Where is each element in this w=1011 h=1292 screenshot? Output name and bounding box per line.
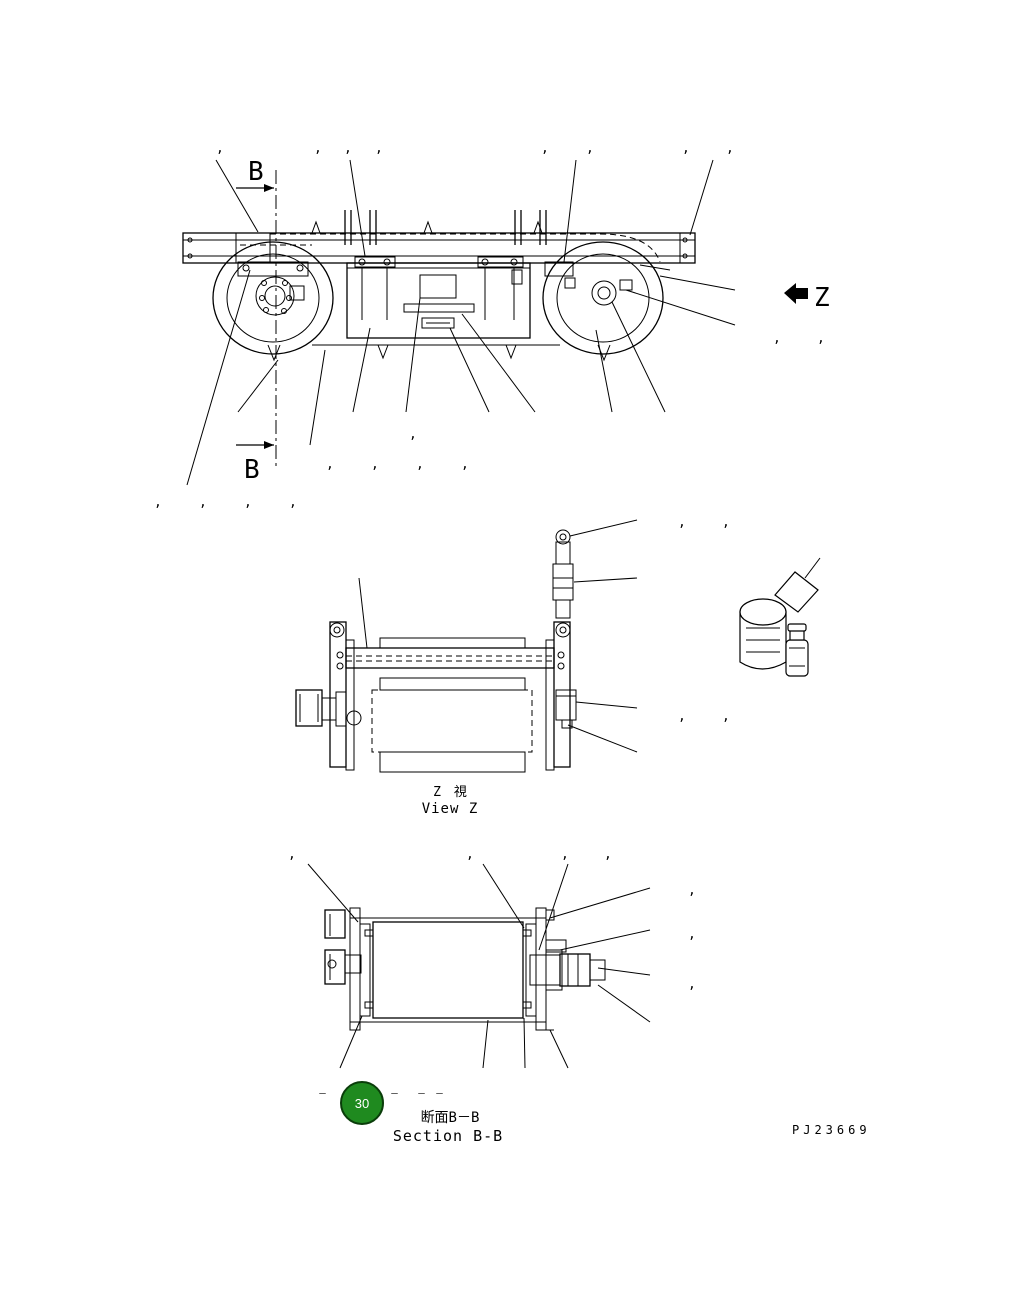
svg-text:,: , <box>344 141 352 156</box>
svg-text:,: , <box>466 847 474 862</box>
svg-text:,: , <box>586 141 594 156</box>
svg-text:,: , <box>722 515 730 530</box>
view-z-drawing <box>295 519 638 773</box>
svg-text:,: , <box>371 457 379 472</box>
svg-text:,: , <box>288 847 296 862</box>
section-marker-top: B <box>248 157 264 187</box>
svg-text:,: , <box>678 515 686 530</box>
svg-text:,: , <box>461 457 469 472</box>
drawing-number: PJ23669 <box>792 1123 871 1137</box>
section-bb-title-jp: 断面B－B <box>421 1110 480 1126</box>
svg-text:,: , <box>199 495 207 510</box>
svg-text:,: , <box>722 709 730 724</box>
page-badge-number: 30 <box>355 1096 369 1111</box>
svg-text:,: , <box>688 927 696 942</box>
svg-text:,: , <box>314 141 322 156</box>
svg-text:,: , <box>817 331 825 346</box>
svg-text:,: , <box>244 495 252 510</box>
svg-text:,: , <box>326 457 334 472</box>
svg-text:,: , <box>682 141 690 156</box>
view-direction-label: Z <box>814 283 830 313</box>
callout-commas-view-z: , , , , <box>678 515 730 724</box>
svg-text:,: , <box>375 141 383 156</box>
svg-text:,: , <box>604 847 612 862</box>
arrow-left-icon <box>784 283 808 304</box>
section-marker-bottom: B <box>244 455 260 485</box>
svg-text:,: , <box>773 331 781 346</box>
svg-text:,: , <box>688 883 696 898</box>
section-bb-title-en: Section B-B <box>393 1127 503 1145</box>
callout-commas-section: , , , , , , , <box>288 847 696 992</box>
svg-text:,: , <box>688 977 696 992</box>
svg-text:,: , <box>416 457 424 472</box>
svg-text:,: , <box>541 141 549 156</box>
svg-text:,: , <box>409 427 417 442</box>
svg-text:,: , <box>216 141 224 156</box>
grease-can-icon <box>739 557 821 677</box>
svg-text:,: , <box>289 495 297 510</box>
callout-commas-top: , , , , , , , , , , , , , , , , , , , <box>154 141 825 510</box>
view-z-title-en: View Z <box>422 801 479 817</box>
main-assembly-view <box>182 159 736 486</box>
svg-text:,: , <box>678 709 686 724</box>
svg-text:,: , <box>154 495 162 510</box>
svg-text:,: , <box>561 847 569 862</box>
svg-text:,: , <box>726 141 734 156</box>
page-badge: 30 <box>340 1081 384 1125</box>
view-z-title-jp: Z 視 <box>433 785 467 800</box>
section-bb-drawing <box>307 863 651 1069</box>
